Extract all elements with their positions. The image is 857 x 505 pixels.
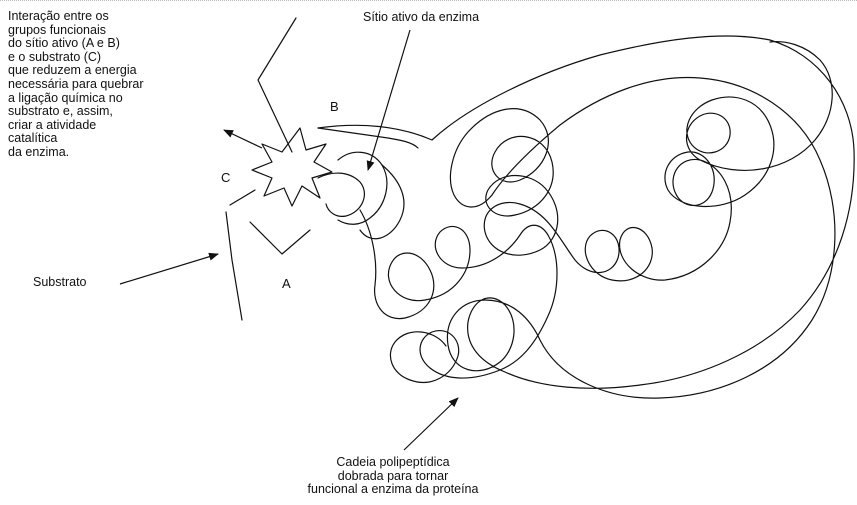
caption-line: Cadeia polipeptídica [268,456,518,470]
interaction-line: da enzima. [8,146,144,160]
caption-line: funcional a enzima da proteína [268,483,518,497]
caption-line: dobrada para tornar [268,470,518,484]
interaction-line: Interação entre os [8,10,144,24]
interaction-line: substrato e, assim, [8,105,144,119]
pointer-line-upper [258,18,296,152]
enzyme-left-edge [226,212,242,320]
interaction-line: do sítio ativo (A e B) [8,37,144,51]
active-site-label: Sítio ativo da enzima [363,11,479,25]
group-a-edge [250,222,310,254]
active-site-arrow [368,30,410,170]
interaction-description: Interação entre os grupos funcionais do … [8,10,144,160]
chain-arrow [404,398,458,450]
substrate-c-label: C [221,170,230,185]
active-site-rim [360,165,404,239]
interaction-line: e o substrato (C) [8,51,144,65]
substrate-star [252,128,332,206]
group-b-line [318,128,418,148]
interaction-line: a ligação química no [8,92,144,106]
polypeptide-caption: Cadeia polipeptídica dobrada para tornar… [268,456,518,497]
group-a-label: A [282,276,291,291]
enzyme-left-lower [230,190,255,205]
interaction-line: catalítica [8,132,144,146]
substrate-arrow [120,254,218,284]
interaction-line: criar a atividade [8,119,144,133]
polypeptide-chain [318,36,854,398]
interaction-line: grupos funcionais [8,24,144,38]
interaction-line: que reduzem a energia [8,64,144,78]
interaction-line: necessária para quebrar [8,78,144,92]
group-b-label: B [330,99,339,114]
active-site-pocket [318,173,364,216]
interaction-arrow [224,130,262,148]
substrate-label: Substrato [33,276,87,290]
polypeptide-chain-lower [360,210,557,382]
